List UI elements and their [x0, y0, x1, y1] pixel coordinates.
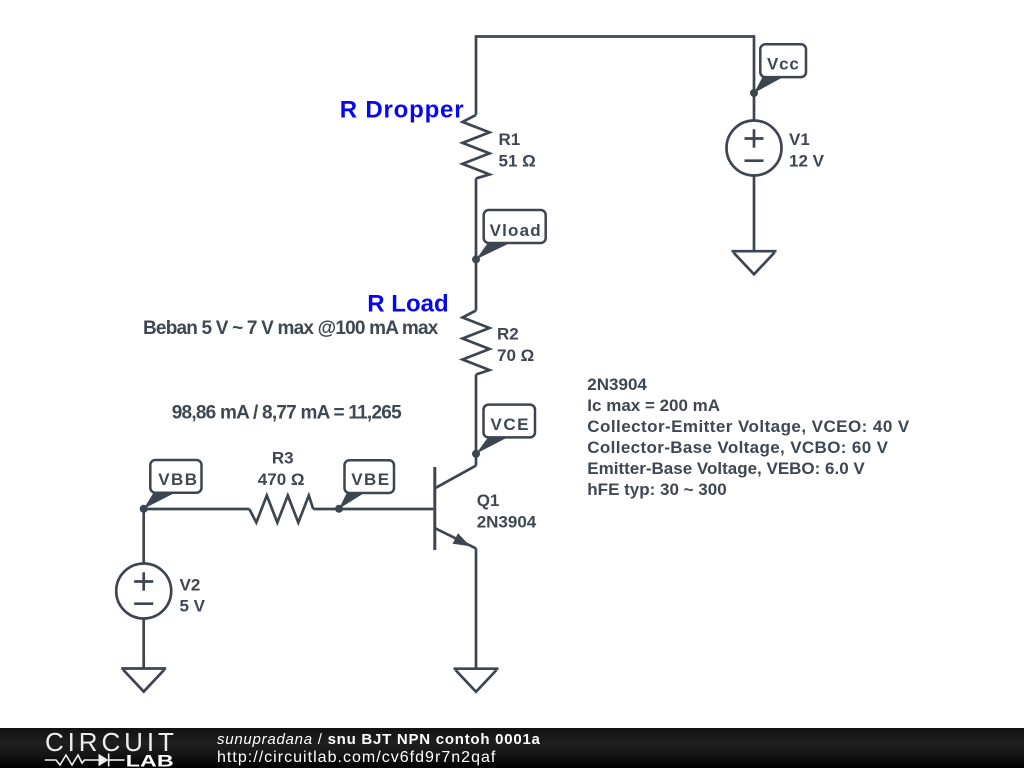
- svg-text:2N3904: 2N3904: [587, 375, 647, 394]
- svg-text:2N3904: 2N3904: [477, 512, 537, 531]
- svg-text:98,86 mA / 8,77 mA = 11,265: 98,86 mA / 8,77 mA = 11,265: [172, 402, 402, 423]
- svg-text:Ic max = 200 mA: Ic max = 200 mA: [587, 396, 720, 415]
- svg-text:R Load: R Load: [367, 291, 448, 318]
- svg-text:VCE: VCE: [491, 415, 530, 434]
- svg-text:470 Ω: 470 Ω: [258, 470, 305, 489]
- svg-text:Q1: Q1: [477, 491, 500, 510]
- svg-text:CIRCUIT: CIRCUIT: [45, 728, 178, 757]
- svg-text:Collector-Emitter Voltage, VCE: Collector-Emitter Voltage, VCEO: 40 V: [587, 417, 910, 436]
- svg-text:70 Ω: 70 Ω: [497, 346, 534, 365]
- svg-text:12 V: 12 V: [789, 152, 825, 171]
- svg-text:5 V: 5 V: [180, 597, 206, 616]
- svg-text:VBB: VBB: [158, 470, 198, 489]
- svg-text:V1: V1: [789, 130, 810, 149]
- svg-text:R Dropper: R Dropper: [340, 96, 465, 123]
- svg-text:hFE typ: 30 ~ 300: hFE typ: 30 ~ 300: [587, 480, 726, 499]
- svg-text:Vload: Vload: [490, 221, 542, 240]
- svg-text:LAB: LAB: [126, 752, 174, 768]
- svg-text:V2: V2: [180, 576, 201, 595]
- svg-text:R2: R2: [497, 325, 519, 344]
- svg-text:Collector-Base Voltage, VCBO:: Collector-Base Voltage, VCBO: 60 V: [587, 438, 888, 457]
- svg-text:Beban 5 V ~ 7 V max @100 mA ma: Beban 5 V ~ 7 V max @100 mA max: [143, 318, 439, 339]
- svg-text:Vcc: Vcc: [767, 54, 800, 73]
- svg-text:Emitter-Base Voltage, VEBO: 6.: Emitter-Base Voltage, VEBO: 6.0 V: [587, 459, 865, 478]
- svg-text:51 Ω: 51 Ω: [499, 151, 536, 170]
- svg-text:R3: R3: [272, 448, 294, 467]
- svg-text:VBE: VBE: [351, 470, 390, 489]
- svg-text:R1: R1: [499, 130, 521, 149]
